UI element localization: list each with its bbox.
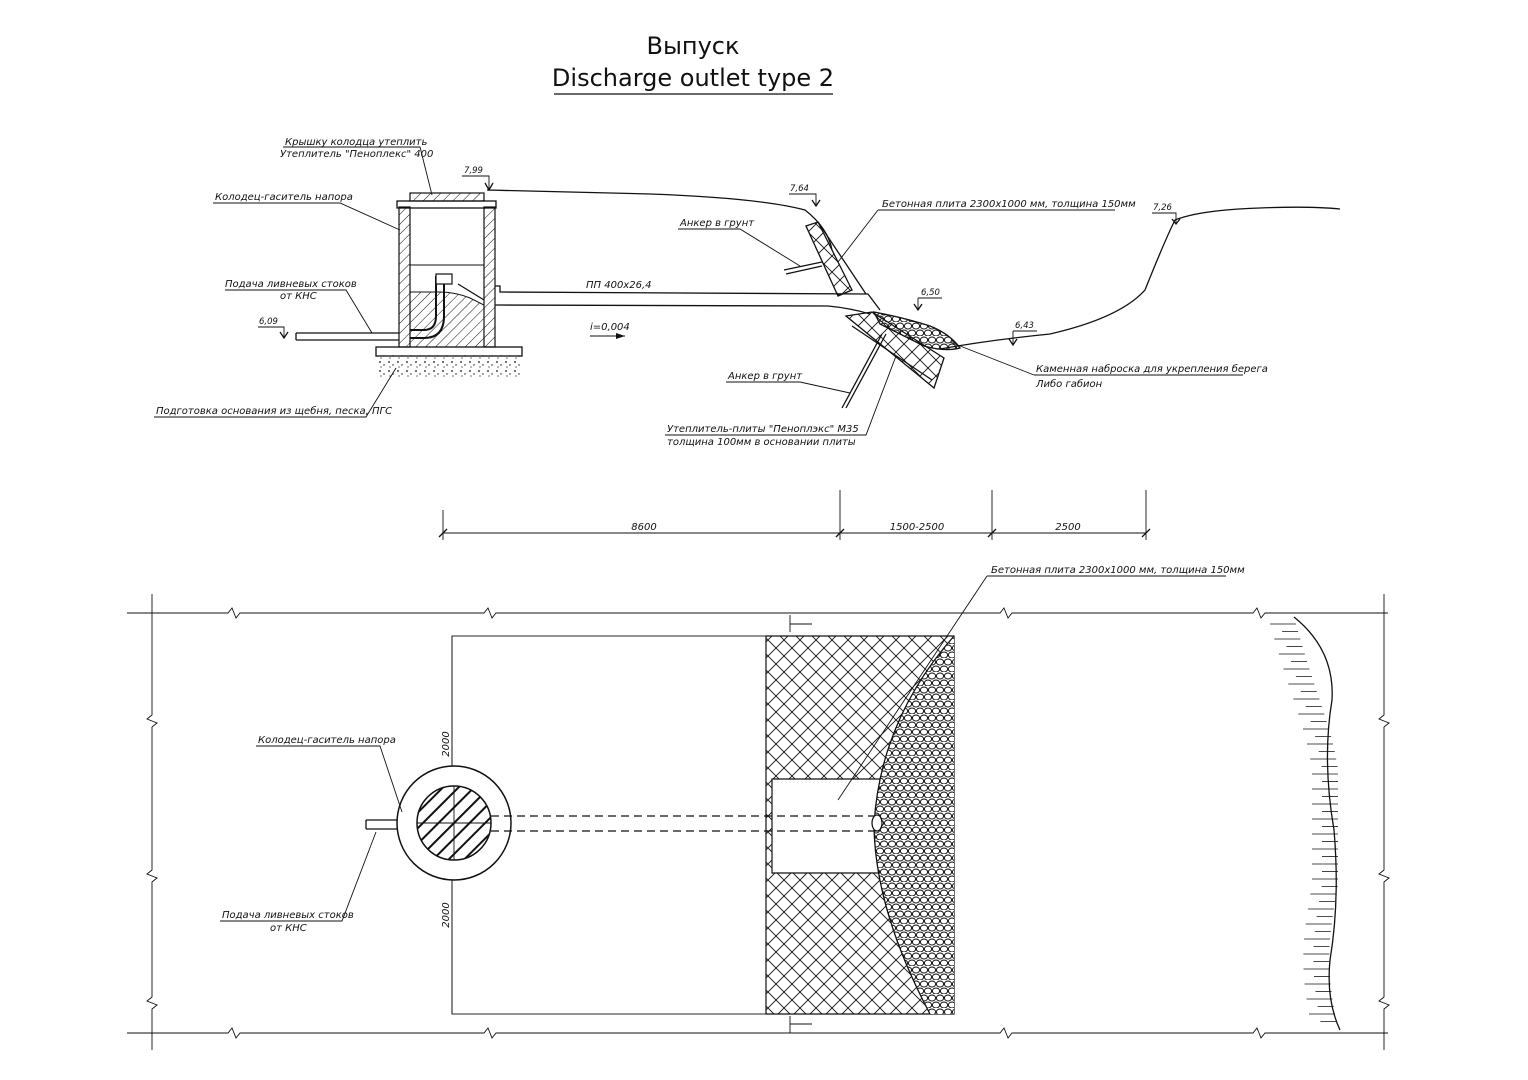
section-view: 7,99 7,64 7,26 6,50 6,43 6,09 i=0,004 ПП — [154, 137, 1341, 448]
plan-outlet-pipe — [491, 814, 883, 832]
svg-text:Утеплитель "Пеноплекс" 400: Утеплитель "Пеноплекс" 400 — [280, 149, 433, 160]
svg-text:7,99: 7,99 — [464, 166, 483, 176]
svg-text:Анкер в грунт: Анкер в грунт — [679, 218, 755, 229]
dim-2500: 2500 — [1055, 522, 1080, 533]
lower-anchor — [841, 333, 887, 409]
elevation-609: 6,09 — [258, 317, 289, 340]
pipe-label: ПП 400х26,4 — [586, 280, 652, 291]
upper-anchor — [783, 261, 823, 275]
svg-text:6,50: 6,50 — [921, 288, 940, 298]
elevation-799: 7,99 — [462, 166, 494, 192]
svg-text:от КНС: от КНС — [270, 923, 307, 934]
dim-8600: 8600 — [631, 522, 656, 533]
upper-concrete-slab — [805, 221, 867, 297]
elevation-764: 7,64 — [789, 184, 821, 208]
label-slab: Бетонная плита 2300х1000 мм, толщина 150… — [837, 199, 1136, 263]
left-boundary — [146, 594, 158, 1050]
base-gravel — [378, 355, 520, 379]
label-anchor-top: Анкер в грунт — [678, 218, 801, 267]
svg-text:Бетонная плита 2300х1000 мм, т: Бетонная плита 2300х1000 мм, толщина 150… — [882, 199, 1136, 210]
outlet-pipe — [494, 285, 881, 315]
svg-text:толщина 100мм в основании плит: толщина 100мм в основании плиты — [667, 437, 856, 448]
plan-label-slab: Бетонная плита 2300х1000 мм, толщина 150… — [837, 565, 1245, 801]
svg-text:Каменная наброска для укреплен: Каменная наброска для укрепления берега — [1036, 363, 1268, 375]
svg-text:Колодец-гаситель напора: Колодец-гаситель напора — [215, 192, 353, 203]
svg-text:Подготовка основания из щебня,: Подготовка основания из щебня, песка, ПГ… — [156, 405, 392, 417]
title-line-1: Выпуск — [647, 32, 740, 60]
top-boundary — [127, 607, 1388, 619]
label-insulation: Утеплитель-плиты "Пеноплэкс" М35 толщина… — [665, 355, 897, 448]
plan-view: 2000 2000 Бетонная плита 2300х100 — [127, 565, 1390, 1050]
label-anchor-bottom: Анкер в грунт — [726, 371, 851, 394]
supply-pipe — [295, 332, 399, 341]
svg-text:Либо габион: Либо габион — [1035, 378, 1103, 390]
svg-text:Подача ливневых стоков: Подача ливневых стоков — [225, 279, 357, 290]
label-lid: Крышку колодца утеплить Утеплитель "Пено… — [280, 137, 433, 196]
ground-line-right — [939, 206, 1341, 350]
riprap-section — [872, 311, 962, 351]
svg-text:Утеплитель-плиты "Пеноплэкс" М: Утеплитель-плиты "Пеноплэкс" М35 — [667, 424, 859, 435]
svg-text:7,64: 7,64 — [790, 184, 809, 194]
dim-1500-2500: 1500-2500 — [890, 522, 945, 533]
plan-label-well: Колодец-гаситель напора — [256, 735, 403, 813]
lower-concrete-slab — [844, 311, 945, 390]
well-lid — [409, 192, 485, 202]
elevation-726: 7,26 — [1152, 203, 1181, 226]
title-line-2: Discharge outlet type 2 — [552, 64, 834, 92]
elevation-643: 6,43 — [1008, 321, 1037, 347]
ground-line-left — [486, 189, 833, 251]
svg-text:Бетонная плита 2300х1000 мм, т: Бетонная плита 2300х1000 мм, толщина 150… — [991, 565, 1245, 576]
svg-text:6,43: 6,43 — [1015, 321, 1034, 331]
drawing-title: Выпуск Discharge outlet type 2 — [552, 32, 834, 95]
plan-dim-top: 2000 — [441, 731, 452, 756]
svg-text:6,09: 6,09 — [259, 317, 278, 327]
label-well: Колодец-гаситель напора — [213, 192, 401, 231]
svg-text:7,26: 7,26 — [1153, 203, 1173, 213]
svg-text:Крышку колодца утеплить: Крышку колодца утеплить — [285, 137, 427, 148]
label-riprap: Каменная наброска для укрепления берега … — [949, 341, 1268, 390]
bottom-boundary — [127, 1027, 1388, 1039]
right-boundary — [1378, 594, 1390, 1050]
svg-text:Колодец-гаситель напора: Колодец-гаситель напора — [258, 735, 396, 746]
base-slab — [375, 346, 523, 357]
label-supply: Подача ливневых стоков от КНС — [225, 279, 373, 334]
svg-text:Анкер в грунт: Анкер в грунт — [727, 371, 803, 382]
damping-well — [396, 192, 497, 348]
svg-text:Подача ливневых стоков: Подача ливневых стоков — [222, 910, 354, 921]
plan-label-supply: Подача ливневых стоков от КНС — [220, 831, 377, 934]
shoreline — [1270, 616, 1341, 1031]
slope-indicator: i=0,004 — [590, 322, 630, 339]
svg-text:от КНС: от КНС — [280, 291, 317, 302]
plan-supply-pipe — [365, 819, 397, 830]
elevation-650: 6,50 — [913, 288, 942, 312]
dimension-chain: 8600 1500-2500 2500 — [438, 490, 1151, 540]
plan-well — [396, 765, 512, 881]
plan-dim-bottom: 2000 — [441, 902, 452, 927]
svg-text:i=0,004: i=0,004 — [590, 322, 630, 333]
label-base: Подготовка основания из щебня, песка, ПГ… — [154, 367, 397, 418]
